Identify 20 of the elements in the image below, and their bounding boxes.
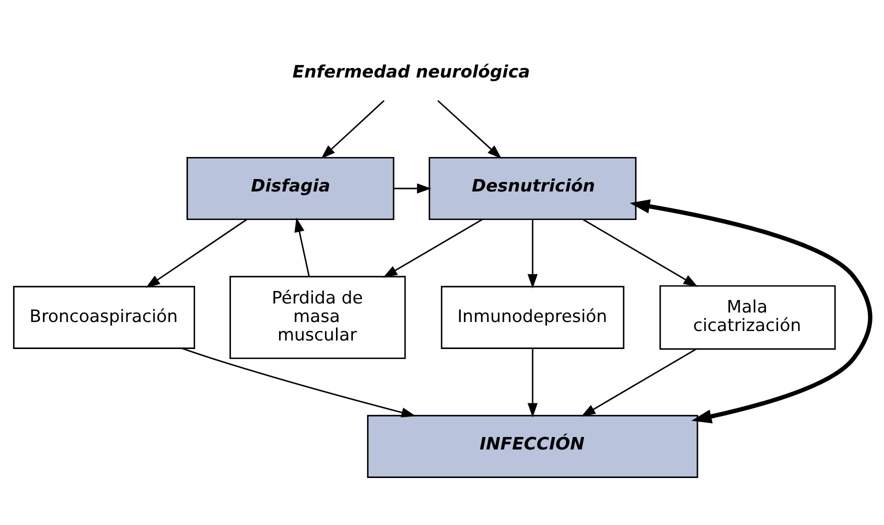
- node-box: Broncoaspiración: [13, 285, 196, 348]
- node-box: Desnutrición: [428, 156, 637, 220]
- node-box: INFECCIÓN: [367, 414, 698, 478]
- arrow: [394, 182, 432, 193]
- arrow: [582, 218, 698, 286]
- arrow: [630, 198, 872, 423]
- arrow: [146, 218, 248, 288]
- arrow: [528, 219, 538, 288]
- arrow: [294, 217, 310, 276]
- node-box: Disfagia: [186, 156, 394, 220]
- arrow: [581, 348, 696, 416]
- node-box: Pérdida de masa muscular: [229, 275, 406, 359]
- node-box: Mala cicatrización: [659, 284, 836, 350]
- node-text: Enfermedad neurológica: [292, 62, 530, 82]
- arrow: [528, 348, 538, 417]
- arrow: [182, 347, 416, 417]
- arrow: [382, 218, 483, 278]
- arrow: [321, 100, 385, 158]
- node-box: Inmunodepresión: [440, 285, 624, 348]
- arrow: [437, 100, 502, 158]
